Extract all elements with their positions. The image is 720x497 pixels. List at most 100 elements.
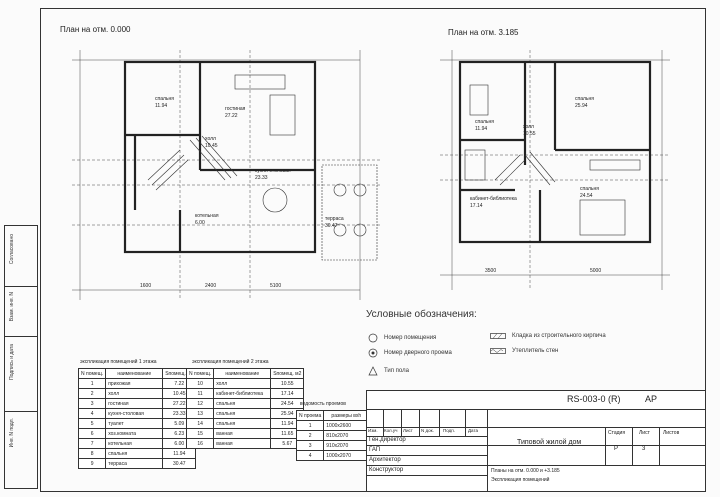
legend-title: Условные обозначения: bbox=[366, 309, 477, 320]
stamp-project: Типовой жилой дом bbox=[517, 439, 582, 446]
table-cell: 30.47 bbox=[162, 458, 197, 469]
f1-dim-1: 1600 bbox=[140, 283, 151, 289]
legend-brick-label: Кладка из строительного кирпича bbox=[512, 333, 606, 339]
f2-room-bedroom-a: спальня bbox=[475, 119, 494, 125]
table2-header-num: N помещ. bbox=[185, 368, 215, 379]
f1-room-bedroom-area: 11.94 bbox=[155, 103, 167, 109]
table-cell: кухня-столовая bbox=[105, 408, 164, 419]
table3-header: N проема размеры вхh bbox=[295, 410, 370, 421]
table1-header-name: наименование bbox=[105, 368, 164, 379]
triangle-icon bbox=[368, 366, 378, 376]
table-cell: 11.94 bbox=[162, 448, 197, 459]
table-cell: 4 bbox=[77, 408, 107, 419]
stamp-suffix: АР bbox=[645, 394, 658, 404]
table-cell: 1000x2070 bbox=[323, 450, 370, 461]
stamp-head-doc: N док. bbox=[421, 428, 434, 433]
legend-insulation-label: Утеплитель стен bbox=[512, 348, 559, 354]
margin-label-sign: Подпись и дата bbox=[9, 344, 15, 380]
title-block: RS-003-0 (R) АР Изм. Кол.уч Лист N док. … bbox=[366, 390, 706, 492]
table1-caption: экспликация помещений 1 этажа bbox=[80, 359, 157, 365]
margin-label-inv: Инв. N подл. bbox=[9, 418, 15, 448]
floor2-plan: спальня 11.94 спальня 25.94 холл 10.55 с… bbox=[440, 50, 670, 290]
f2-room-hall: холл bbox=[523, 124, 534, 130]
legend-floor-type-label: Тип пола bbox=[384, 368, 409, 374]
f2-room-bedroom-c-area: 24.54 bbox=[580, 193, 593, 199]
table-cell: 3 bbox=[295, 440, 325, 451]
table-cell: 15 bbox=[185, 428, 215, 439]
margin-label-agreed: Согласовано bbox=[9, 234, 15, 265]
table-cell: холл bbox=[105, 388, 164, 399]
stamp-role-director: Ген.директор bbox=[369, 437, 406, 443]
f2-room-bedroom-a-area: 11.94 bbox=[475, 126, 487, 132]
table3-header-num: N проема bbox=[295, 410, 325, 421]
table3-caption: ведомость проемов bbox=[300, 401, 346, 407]
table-cell: котельная bbox=[105, 438, 164, 449]
table-cell: ванная bbox=[213, 438, 272, 449]
table-cell: 2 bbox=[295, 430, 325, 441]
legend-insulation: Утеплитель стен bbox=[490, 348, 558, 354]
margin-label-replace: Взам. инв. N bbox=[9, 292, 15, 322]
table-cell: 12 bbox=[185, 398, 215, 409]
table1-header-num: N помещ. bbox=[77, 368, 107, 379]
f1-room-bedroom: спальня bbox=[155, 96, 174, 102]
f1-room-kitchen-area: 23.33 bbox=[255, 175, 268, 181]
table-cell: 11 bbox=[185, 388, 215, 399]
table-cell: кабинет-библиотека bbox=[213, 388, 272, 399]
f2-room-bedroom-b-area: 25.94 bbox=[575, 103, 588, 109]
table-cell: 5 bbox=[77, 418, 107, 429]
stamp-role-constructor: Конструктор bbox=[369, 467, 404, 473]
margin-strip: Согласовано Взам. инв. N Подпись и дата … bbox=[4, 225, 38, 489]
table-cell: 14 bbox=[185, 418, 215, 429]
table2-header-name: наименование bbox=[213, 368, 272, 379]
stamp-desc1: Планы на отм. 0.000 и +3.185 bbox=[491, 468, 560, 474]
table-cell: 7 bbox=[77, 438, 107, 449]
table-cell: 10 bbox=[185, 378, 215, 389]
f2-dim-2: 5000 bbox=[590, 268, 601, 274]
table-cell: 10.55 bbox=[270, 378, 305, 389]
table3-header-size: размеры вхh bbox=[323, 410, 370, 421]
table-cell: спальня bbox=[105, 448, 164, 459]
table-cell: 1000x2600 bbox=[323, 420, 370, 431]
f2-dim-1: 3500 bbox=[485, 268, 496, 274]
f2-room-bedroom-b: спальня bbox=[575, 96, 594, 102]
table-cell: ванная bbox=[213, 428, 272, 439]
insulation-hatch-icon bbox=[490, 348, 506, 354]
f1-room-living-area: 27.22 bbox=[225, 113, 238, 119]
table-cell: 810x2070 bbox=[323, 430, 370, 441]
table-cell: 9 bbox=[77, 458, 107, 469]
stamp-head-sign: Подп. bbox=[443, 428, 455, 433]
f1-room-kitchen: кухня-столовая bbox=[255, 168, 291, 174]
legend-brick: Кладка из строительного кирпича bbox=[490, 333, 606, 339]
f1-room-boiler: котельная bbox=[195, 213, 219, 219]
table-cell: 13 bbox=[185, 408, 215, 419]
table-cell: спальня bbox=[213, 408, 272, 419]
table-cell: 1 bbox=[77, 378, 107, 389]
table-cell: спальня bbox=[213, 398, 272, 409]
table2-header-area: Sпомещ. м2 bbox=[270, 368, 305, 379]
table1-header: N помещ. наименование Sпомещ. м2 bbox=[77, 368, 197, 379]
legend-door-number: Номер дверного проема bbox=[368, 348, 452, 358]
f1-room-terrace-area: 30.47 bbox=[325, 223, 338, 229]
stamp-head-sheet: Лист bbox=[403, 428, 413, 433]
table-cell: туалет bbox=[105, 418, 164, 429]
stamp-stage: Р bbox=[614, 446, 619, 452]
f2-room-library: кабинет-библиотека bbox=[470, 196, 517, 202]
legend-door-number-label: Номер дверного проема bbox=[384, 350, 452, 356]
table-cell: 3 bbox=[77, 398, 107, 409]
